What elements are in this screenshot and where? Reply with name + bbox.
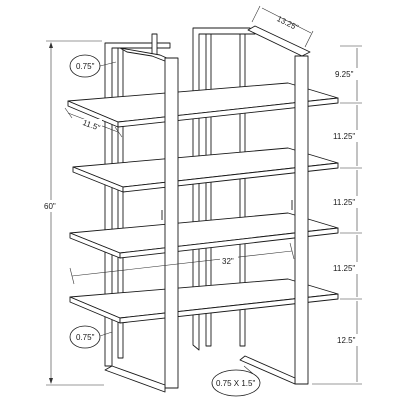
label-total-height: 60" xyxy=(44,202,56,211)
tube-top-callout xyxy=(69,54,117,78)
label-bottom-gap: 12.5" xyxy=(337,336,356,345)
vertical-gap-dimensions xyxy=(312,45,362,385)
tube-bottom-callout xyxy=(69,325,113,349)
right-front-frame xyxy=(239,25,311,385)
left-front-frame xyxy=(104,47,179,393)
label-tube-bottom: 0.75" xyxy=(76,333,95,342)
shelf-depth-dimension xyxy=(64,107,123,138)
label-gap-4: 11.25" xyxy=(333,264,355,273)
tube-section-callout xyxy=(211,365,261,397)
label-top-gap: 9.25" xyxy=(335,70,354,79)
depth-dimension-top xyxy=(251,5,314,48)
label-gap-3: 11.25" xyxy=(333,198,355,207)
height-dimension xyxy=(42,40,104,386)
width-dimension xyxy=(69,242,295,285)
label-tube-section: 0.75 X 1.5" xyxy=(216,379,255,388)
label-tube-top: 0.75" xyxy=(76,62,95,71)
label-depth-top: 13.25" xyxy=(275,14,300,32)
right-back-frame xyxy=(192,27,256,351)
label-gap-2: 11.25" xyxy=(333,132,355,141)
left-back-frame xyxy=(104,33,171,367)
label-width: 32" xyxy=(222,257,234,266)
